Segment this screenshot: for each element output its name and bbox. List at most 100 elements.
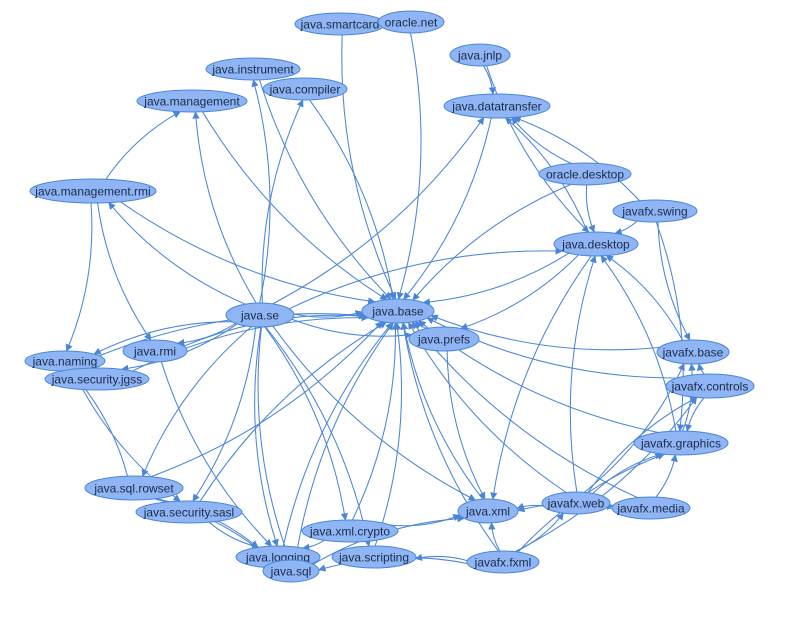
edge-java-se-to-java-xml-crypto (264, 326, 348, 521)
node-java-xml-crypto[interactable]: java.xml.crypto (301, 519, 399, 543)
node-label: java.se (240, 309, 279, 323)
node-java-xml[interactable]: java.xml (457, 498, 519, 524)
edge-java-se-to-java-management (192, 111, 257, 304)
edge-java-xml-crypto-to-java-base (351, 322, 400, 521)
node-oracle-net[interactable]: oracle.net (377, 10, 445, 34)
node-java-smartcardio[interactable]: java.smartcard (294, 12, 386, 36)
edge-java-datatransfer-to-java-base (403, 117, 492, 300)
node-oracle-desktop[interactable]: oracle.desktop (538, 162, 632, 186)
node-java-prefs[interactable]: java.prefs (408, 326, 480, 352)
node-shape (443, 93, 551, 119)
node-shape (331, 545, 417, 569)
edge-java-sql-rowset-to-java-base (150, 321, 383, 478)
edge-java-security-sasl-to-java-logging (208, 521, 260, 550)
node-java-management[interactable]: java.management (136, 89, 248, 113)
node-java-desktop[interactable]: java.desktop (553, 231, 639, 257)
node-javafx-fxml[interactable]: javafx.fxml (466, 550, 540, 574)
node-shape (665, 373, 755, 399)
node-shape (408, 326, 480, 352)
node-label: java.jnlp (457, 49, 502, 63)
node-java-security-sasl[interactable]: java.security.sasl (135, 500, 243, 524)
edge-java-se-to-java-instrument (251, 79, 271, 304)
node-shape (205, 57, 301, 81)
node-shape (262, 77, 348, 101)
node-shape (136, 89, 248, 113)
node-shape (301, 519, 399, 543)
edge-oracle-desktop-to-java-base (412, 184, 571, 301)
edge-javafx-swing-to-javafx-graphics (655, 221, 685, 432)
node-java-instrument[interactable]: java.instrument (205, 57, 301, 81)
node-label: javafx.web (547, 497, 605, 511)
edge-java-compiler-to-java-base (309, 99, 396, 300)
edge-javafx-base-to-java-desktop (605, 255, 684, 341)
edge-java-sql-to-java-base (294, 322, 394, 561)
node-shape (44, 367, 150, 391)
node-shape (29, 178, 157, 204)
edge-java-scripting-to-java-base (374, 322, 403, 547)
edge-java-se-to-java-management-rmi (108, 202, 246, 305)
node-label: javafx.base (662, 346, 724, 360)
node-label: java.management (143, 95, 240, 109)
node-label: java.desktop (561, 238, 630, 252)
node-java-datatransfer[interactable]: java.datatransfer (443, 93, 551, 119)
edge-java-se-to-java-datatransfer (272, 116, 485, 305)
edge-java-se-to-java-base (293, 310, 363, 318)
edge-java-se-to-java-logging (254, 326, 279, 547)
edge-java-se-to-java-prefs (291, 318, 413, 340)
edge-java-se-to-java-rmi (176, 322, 236, 347)
edge-javafx-media-to-javafx-graphics (655, 454, 678, 498)
node-java-management-rmi[interactable]: java.management.rmi (29, 178, 157, 204)
edge-java-xml-crypto-to-java-xml (390, 514, 461, 527)
node-java-se[interactable]: java.se (225, 302, 295, 328)
edge-javafx-fxml-to-java-xml (488, 522, 501, 552)
edge-java-desktop-to-java-xml (490, 255, 592, 500)
edge-javafx-controls-to-javafx-base (696, 363, 705, 375)
node-java-sql[interactable]: java.sql (262, 559, 320, 583)
node-shape (611, 496, 691, 520)
edge-java-se-to-java-desktop (288, 247, 563, 310)
edge-java-management-rmi-to-java-naming (65, 202, 93, 352)
edge-javafx-swing-to-javafx-base (657, 221, 691, 341)
edge-javafx-web-to-javafx-graphics (592, 452, 663, 494)
edge-javafx-graphics-to-java-desktop (600, 255, 677, 432)
edge-javafx-fxml-to-javafx-controls (514, 396, 698, 553)
node-java-scripting[interactable]: java.scripting (331, 545, 417, 569)
node-shape (538, 162, 632, 186)
node-label: java.xml (465, 505, 510, 519)
edge-java-se-to-java-security-sasl (192, 326, 257, 502)
edge-oracle-net-to-java-base (396, 32, 422, 300)
node-java-sql-rowset[interactable]: java.sql.rowset (84, 475, 184, 501)
node-label: java.naming (32, 355, 98, 369)
node-label: java.xml.crypto (309, 525, 390, 539)
edge-javafx-swing-to-java-desktop (614, 220, 638, 236)
edge-javafx-swing-to-java-datatransfer (513, 116, 640, 202)
edge-javafx-base-to-java-base (430, 314, 660, 351)
node-java-compiler[interactable]: java.compiler (262, 77, 348, 101)
node-javafx-web[interactable]: javafx.web (541, 491, 611, 515)
node-java-base[interactable]: java.base (361, 298, 435, 324)
node-label: java.security.sasl (143, 506, 234, 520)
node-shape (541, 491, 611, 515)
edge-java-xml-crypto-to-java-logging (301, 539, 325, 552)
edge-java-jnlp-to-java-datatransfer (483, 65, 497, 95)
node-shape (449, 43, 511, 67)
node-shape (361, 298, 435, 324)
node-java-rmi[interactable]: java.rmi (122, 339, 188, 363)
node-java-security-jgss[interactable]: java.security.jgss (44, 367, 150, 391)
edge-java-jnlp-to-java-desktop (486, 65, 590, 233)
edge-javafx-web-to-java-desktop (569, 255, 597, 493)
node-javafx-base[interactable]: javafx.base (656, 339, 730, 365)
node-shape (84, 475, 184, 501)
node-java-naming[interactable]: java.naming (24, 350, 106, 372)
edge-oracle-desktop-to-java-desktop (585, 184, 595, 233)
node-javafx-swing[interactable]: javafx.swing (612, 199, 698, 223)
node-javafx-graphics[interactable]: javafx.graphics (633, 430, 729, 456)
node-javafx-controls[interactable]: javafx.controls (665, 373, 755, 399)
node-java-jnlp[interactable]: java.jnlp (449, 43, 511, 67)
edge-java-se-to-java-sql-rowset (141, 326, 252, 477)
edge-java-se-to-java-xml (272, 325, 476, 501)
node-label: javafx.fxml (474, 556, 532, 570)
node-shape (377, 10, 445, 34)
node-javafx-media[interactable]: javafx.media (611, 496, 691, 520)
